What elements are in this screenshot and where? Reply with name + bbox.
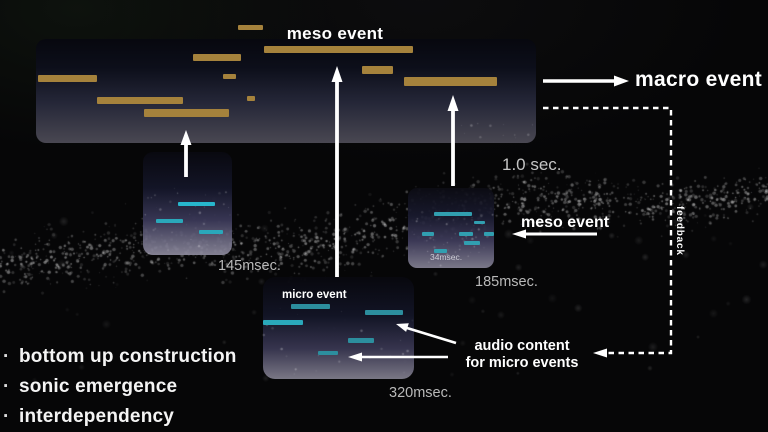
micro-box-notes-bar <box>263 320 303 325</box>
up-arrow-right-head <box>447 95 459 111</box>
meso-arrow-head <box>512 229 526 239</box>
micro-event-label: micro event <box>282 289 347 301</box>
macro-arrow-head <box>614 75 629 87</box>
feedback-arrow-head <box>593 348 607 358</box>
feedback-label: feedback <box>674 206 685 256</box>
bullet-label: interdependency <box>19 406 175 427</box>
up-arrow-center-head <box>331 66 343 82</box>
macro-box-notes-bar <box>247 96 255 101</box>
macro-box-notes-bar <box>193 54 241 61</box>
micro-box-notes-bar <box>348 338 374 343</box>
bullet-dot: · <box>3 376 10 397</box>
macro-box-notes-bar <box>97 97 183 104</box>
micro-box-notes-bar <box>365 310 403 315</box>
box-145-notes-bar <box>156 219 183 223</box>
bullet-label: bottom up construction <box>19 346 237 367</box>
bullet-item-interdependency: · interdependency <box>3 406 237 428</box>
audio-arrow-horizontal-head <box>348 352 362 362</box>
macro-box-notes-bar <box>144 109 229 117</box>
bullet-dot: · <box>3 406 10 427</box>
bullet-dot: · <box>3 346 10 367</box>
bullet-item-bottom-up: · bottom up construction <box>3 346 237 368</box>
micro-box-notes-bar <box>318 351 338 355</box>
bullet-label: sonic emergence <box>19 376 178 397</box>
bullet-item-sonic-emergence: · sonic emergence <box>3 376 237 398</box>
macro-box-notes-bar <box>223 74 236 79</box>
audio-arrow-diagonal-head <box>396 323 409 332</box>
meso-event-top-label: meso event <box>286 24 384 43</box>
box-145-notes-bar <box>178 202 215 206</box>
macro-event-label: macro event <box>635 68 763 91</box>
duration-34msec: 34msec. <box>430 252 463 262</box>
box-145-notes-bar <box>199 230 223 234</box>
macro-box-notes-bar <box>404 77 497 86</box>
box-185-notes-bar <box>484 232 494 236</box>
meso-event-right-label: meso event <box>521 214 610 231</box>
box-185-notes-bar <box>434 249 447 253</box>
audio-content-line1: audio content <box>474 338 570 354</box>
box-185-notes-bar <box>474 221 485 224</box>
macro-box-notes-bar <box>362 66 393 74</box>
macro-box-notes-bar <box>264 46 413 53</box>
box-185-notes-bar <box>459 232 473 236</box>
feedback-dashed-path <box>543 106 673 355</box>
audio-arrow-diagonal-shaft <box>406 326 457 345</box>
micro-box-notes-bar <box>291 304 330 309</box>
audio-content-line2: for micro events <box>465 354 579 371</box>
box-185-notes-bar <box>434 212 472 216</box>
bullet-list: · bottom up construction · sonic emergen… <box>3 346 237 432</box>
macro-box-notes-bar <box>238 25 263 30</box>
box-185-notes-bar <box>464 241 480 245</box>
box-185-notes-bar <box>422 232 434 236</box>
macro-duration-label: 1.0 sec. <box>502 155 562 174</box>
up-arrow-left-head <box>180 130 192 145</box>
duration-145msec: 145msec. <box>218 258 281 274</box>
duration-320msec: 320msec. <box>389 385 452 401</box>
macro-box-notes-bar <box>38 75 97 82</box>
audio-content-label: audio content for micro events <box>455 338 589 371</box>
duration-185msec: 185msec. <box>475 274 538 290</box>
